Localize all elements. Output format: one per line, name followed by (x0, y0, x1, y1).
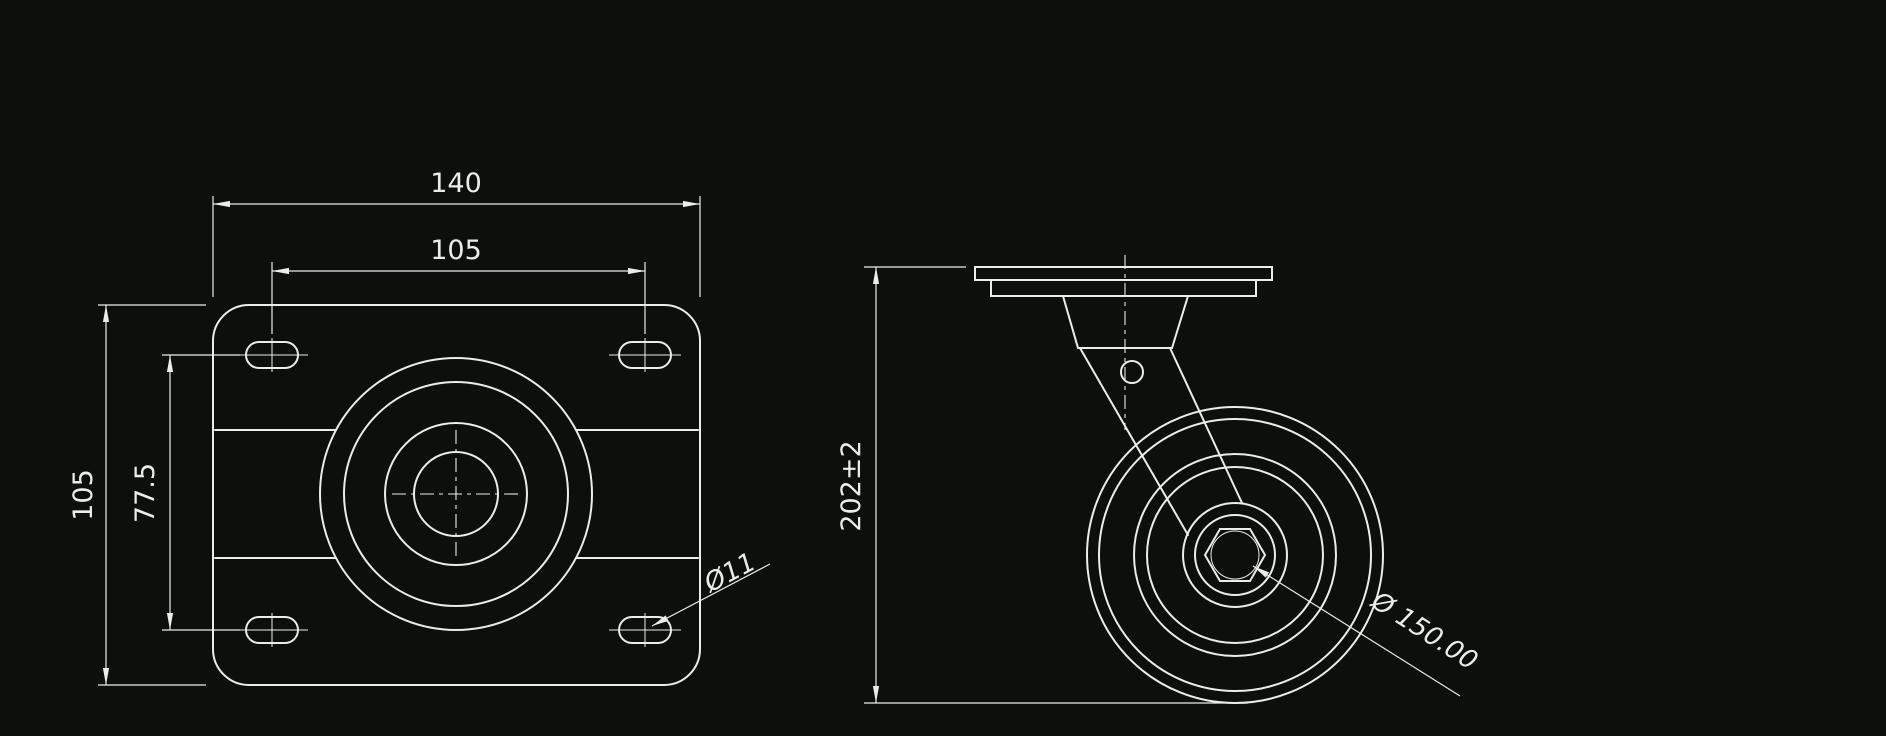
wheel-tread-outer-circle (1086, 406, 1384, 704)
bolt-slot-bottom-right (609, 613, 681, 647)
wheel-sidewall-circle (1133, 453, 1337, 657)
mounting-plate-outline (212, 304, 701, 686)
bolt-slot-top-left (236, 338, 308, 372)
axle-hex-nut (1203, 528, 1267, 582)
dimension-bolt-span-x: 105 (271, 235, 646, 334)
dim-overall-height-label: 202±2 (836, 440, 867, 531)
raceway-outer-circle (319, 357, 593, 631)
wheel-tread-inner-circle (1098, 418, 1372, 692)
plate-ridge-lines (214, 429, 699, 559)
leader-line (1252, 565, 1461, 697)
leader-line (651, 563, 771, 627)
dimension-overall-height: 202±2 (836, 266, 1248, 704)
dim-plate-height-label: 105 (68, 469, 99, 521)
top-plate-outline (974, 266, 1273, 281)
dim-bolt-span-x-label: 105 (430, 235, 482, 266)
hub-outer-circle (1182, 502, 1288, 608)
dim-hole-diameter-label: Ø11 (699, 547, 761, 599)
dimension-plate-height: 105 (68, 304, 206, 686)
caster-side-view: 202±2 Ø 150.00 (836, 255, 1483, 704)
axle-bore-circle (1210, 530, 1260, 580)
wheel (1086, 406, 1384, 704)
dim-wheel-diameter-label: Ø 150.00 (1365, 586, 1483, 677)
swivel-head-outline (1061, 295, 1190, 349)
raceway-inner-circle (343, 381, 569, 607)
kingpin-boss-circle (384, 422, 528, 566)
bolt-slots (236, 338, 681, 647)
dim-bolt-span-y-label: 77.5 (130, 463, 161, 523)
fork-leg-edge (1079, 347, 1189, 536)
bolt-slot-top-right (609, 338, 681, 372)
dimension-bolt-span-y: 77.5 (130, 354, 240, 631)
swivel-fork (1061, 295, 1243, 536)
fork-leg-edge (1169, 347, 1243, 504)
swivel-raceway-top (990, 279, 1257, 297)
mounting-plate-top-view: 140 105 105 77.5 Ø11 (68, 168, 771, 686)
kingpin-hole (1120, 360, 1144, 384)
hub-washer-circle (1194, 514, 1276, 596)
dimension-plate-width: 140 (212, 168, 701, 297)
bolt-slot-bottom-left (236, 613, 308, 647)
dim-plate-width-label: 140 (430, 168, 482, 199)
swivel-raceway-circles (319, 357, 593, 631)
wheel-rim-circle (1146, 466, 1324, 644)
side-mounting-plate (974, 266, 1273, 297)
